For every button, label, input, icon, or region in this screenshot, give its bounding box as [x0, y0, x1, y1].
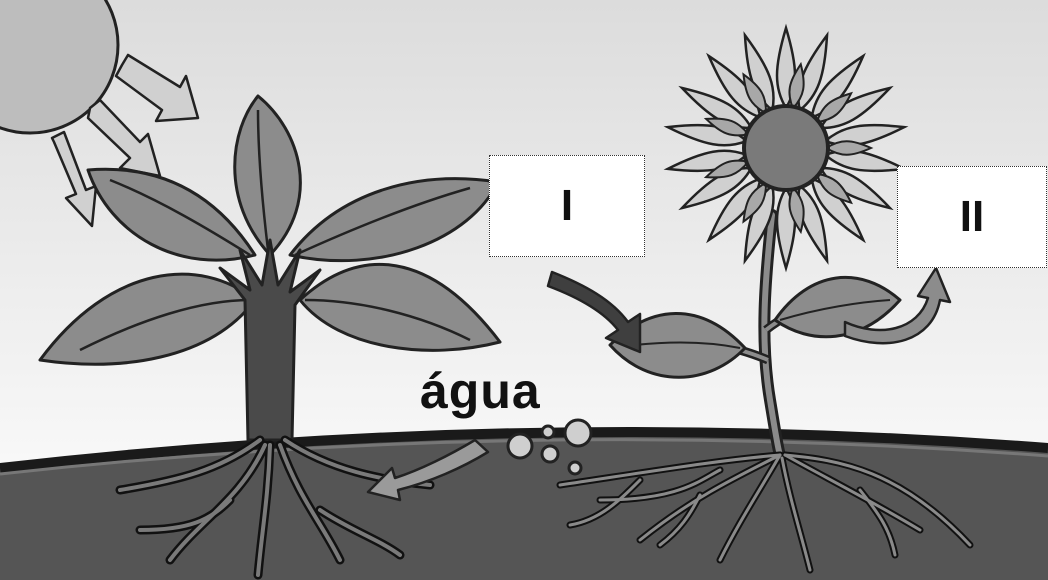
water-label: água	[420, 362, 541, 420]
label-box-ii: II	[897, 166, 1047, 268]
label-i-text: I	[561, 181, 573, 231]
label-ii-text: II	[960, 192, 984, 242]
label-box-i: I	[489, 155, 645, 257]
sunflower-center	[744, 106, 828, 190]
